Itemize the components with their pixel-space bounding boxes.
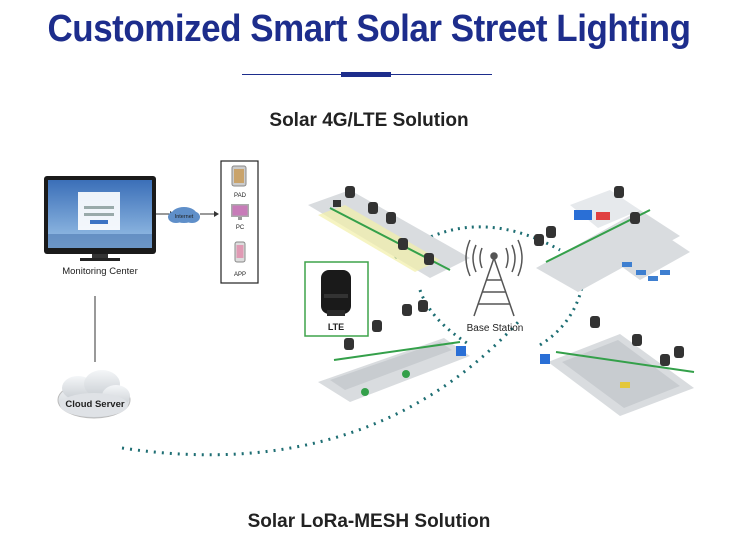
device-label-pc: PC <box>236 225 245 231</box>
cloud-server-icon <box>57 370 131 419</box>
section-title-4g: Solar 4G/LTE Solution <box>269 110 469 131</box>
monitoring-center-label: Monitoring Center <box>62 266 138 277</box>
signal-ring-left <box>418 289 471 347</box>
tablet-icon <box>231 165 247 187</box>
internet-label: Internet <box>175 214 194 220</box>
lte-label: LTE <box>328 322 344 332</box>
street-block-top-right <box>534 186 690 292</box>
pc-icon <box>231 204 249 220</box>
device-label-app: APP <box>234 272 246 278</box>
street-block-bottom-right <box>540 316 695 416</box>
street-block-bottom-left <box>318 300 470 402</box>
title-divider-accent <box>341 72 391 77</box>
section-title-lora: Solar LoRa-MESH Solution <box>247 511 491 532</box>
phone-icon <box>234 241 246 263</box>
device-label-pad: PAD <box>234 193 247 199</box>
lora-signal-arc <box>121 318 522 457</box>
base-station-label: Base Station <box>467 323 524 334</box>
lte-antenna-icon <box>321 270 351 316</box>
cloud-server-label: Cloud Server <box>65 399 124 410</box>
base-station-tower-icon <box>465 239 523 317</box>
street-block-top-left <box>308 186 470 278</box>
internet-cloud-icon <box>168 207 200 223</box>
page-title: Customized Smart Solar Street Lighting <box>47 8 691 50</box>
monitor-icon <box>44 176 156 261</box>
